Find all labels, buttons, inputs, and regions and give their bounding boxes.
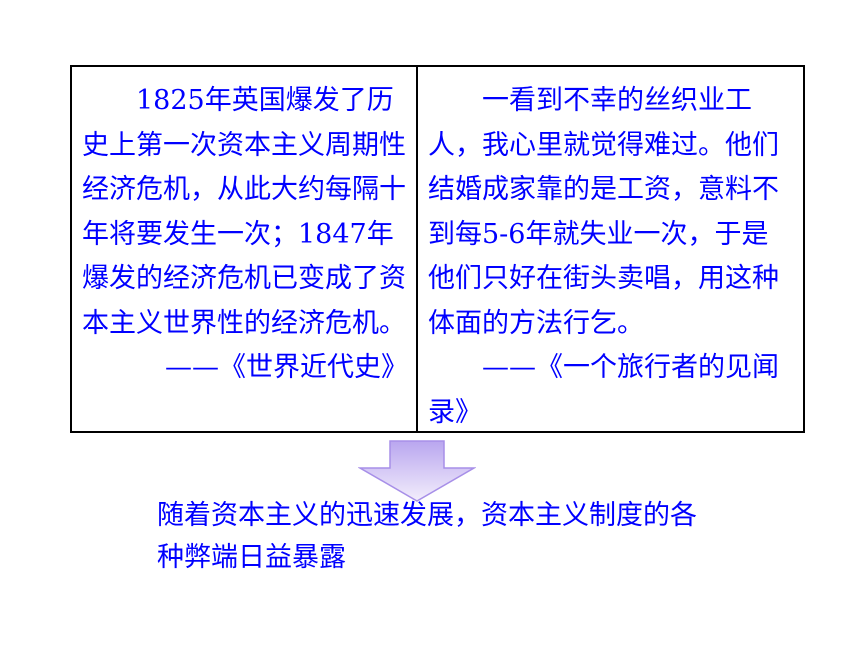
- down-arrow-icon: [358, 440, 476, 502]
- quote-table: 1825年英国爆发了历史上第一次资本主义周期性经济危机，从此大约每隔十年将要发生…: [70, 65, 805, 433]
- quote-left-source: ——《世界近代史》: [165, 352, 408, 383]
- quote-left-text: 1825年英国爆发了历史上第一次资本主义周期性经济危机，从此大约每隔十年将要发生…: [82, 85, 406, 339]
- quote-right-text: 一看到不幸的丝织业工人，我心里就觉得难过。他们结婚成家靠的是工资，意料不到每5-…: [428, 85, 779, 339]
- conclusion-text: 随着资本主义的迅速发展，资本主义制度的各种弊端日益暴露: [157, 500, 697, 573]
- quote-right-source: ——《一个旅行者的见闻录》: [428, 352, 779, 428]
- quote-cell-left: 1825年英国爆发了历史上第一次资本主义周期性经济危机，从此大约每隔十年将要发生…: [72, 67, 418, 431]
- quote-cell-right: 一看到不幸的丝织业工人，我心里就觉得难过。他们结婚成家靠的是工资，意料不到每5-…: [418, 67, 803, 431]
